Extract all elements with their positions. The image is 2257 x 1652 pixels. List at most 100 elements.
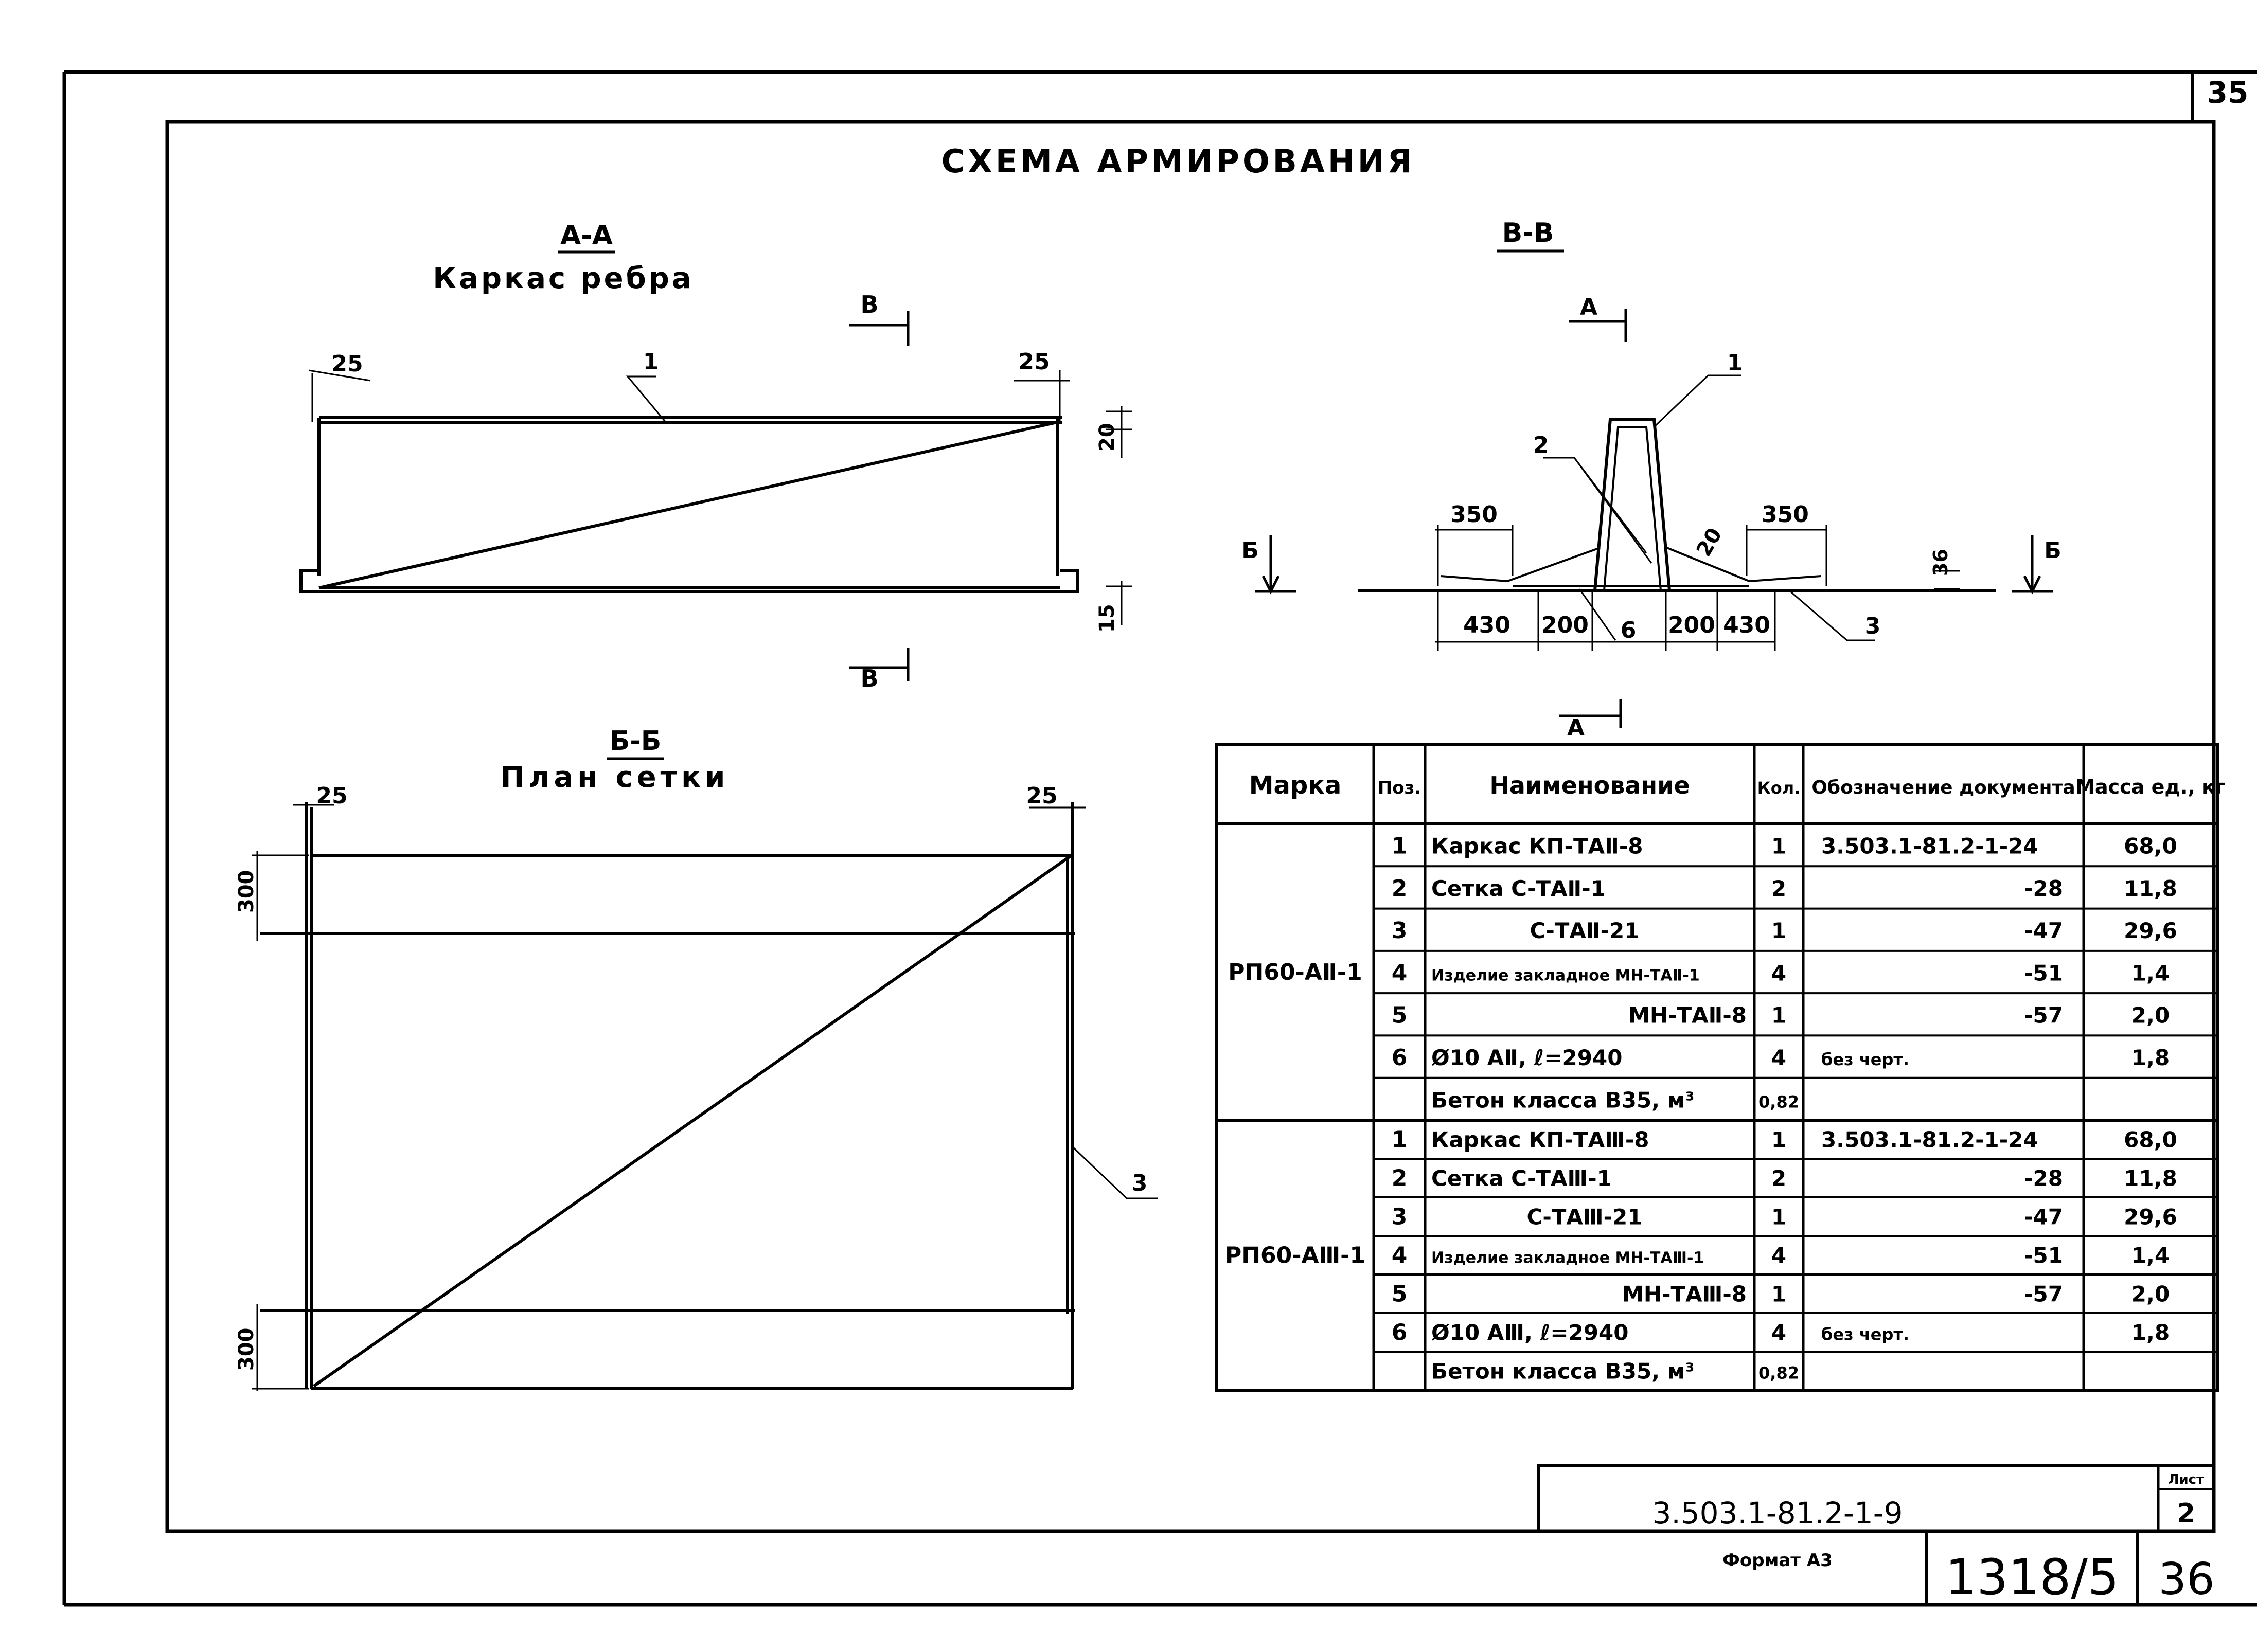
dim-vv-slope: 20 bbox=[1692, 524, 1727, 561]
table-cell-mass: 11,8 bbox=[2124, 876, 2177, 901]
table-cell-pos: 2 bbox=[1392, 1165, 1408, 1192]
table-cell-pos: 6 bbox=[1392, 1045, 1408, 1071]
table-cell-qty: 4 bbox=[1771, 1243, 1786, 1268]
section-bb: Б-Б План сетки 25 25 300 300 3 bbox=[235, 726, 1158, 1391]
table-cell-qty: 0,82 bbox=[1758, 1363, 1799, 1383]
table-cell-mass: 68,0 bbox=[2124, 834, 2177, 859]
cut-label-vv-top: А bbox=[1580, 294, 1597, 320]
table-cell-doc: -51 bbox=[2024, 1243, 2063, 1268]
table-cell-mass: 11,8 bbox=[2124, 1166, 2177, 1191]
page-number: 36 bbox=[2158, 1554, 2214, 1605]
table-cell-qty: 4 bbox=[1771, 960, 1786, 985]
title-block-sheet-number: 2 bbox=[2177, 1498, 2195, 1529]
table-cell-pos: 4 bbox=[1392, 960, 1408, 986]
dim-vv-right-top: 350 bbox=[1762, 501, 1809, 528]
dim-aa-bottom: 15 bbox=[1095, 604, 1119, 633]
table-cell-doc: 3.503.1-81.2-1-24 bbox=[1821, 834, 2038, 859]
table-cell-qty: 2 bbox=[1771, 876, 1786, 901]
table-cell-mass: 1,8 bbox=[2131, 1045, 2170, 1070]
dim-vv-b2: 200 bbox=[1541, 612, 1589, 638]
table-cell-mass: 68,0 bbox=[2124, 1127, 2177, 1153]
table-cell-mass: 2,0 bbox=[2131, 1003, 2170, 1028]
dim-aa-top: 20 bbox=[1095, 423, 1119, 452]
table-cell-doc: -51 bbox=[2024, 960, 2063, 985]
section-vv-label: В-В bbox=[1502, 218, 1554, 248]
table-cell-name: Бетон класса В35, м³ bbox=[1431, 1359, 1694, 1384]
spec-table-grid bbox=[1215, 743, 2219, 1392]
pos-label-vv-1: 1 bbox=[1727, 350, 1743, 376]
table-cell-qty: 1 bbox=[1771, 918, 1786, 943]
cut-label-aa-top: В bbox=[860, 291, 878, 318]
table-header-mark: Марка bbox=[1249, 771, 1341, 800]
section-bb-label: Б-Б bbox=[610, 726, 662, 757]
section-aa-label: А-А bbox=[560, 220, 613, 251]
table-cell-name: Сетка С-ТАⅡ-1 bbox=[1431, 876, 1606, 901]
table-cell-qty: 1 bbox=[1771, 1282, 1786, 1307]
table-cell-mass: 29,6 bbox=[2124, 918, 2177, 943]
table-header-mass: Масса ед., кг bbox=[2075, 776, 2226, 798]
table-header-name: Наименование bbox=[1489, 771, 1690, 799]
section-bb-caption: План сетки bbox=[501, 761, 730, 794]
table-cell-qty: 0,82 bbox=[1758, 1092, 1799, 1111]
dim-bb-right: 25 bbox=[1026, 783, 1057, 809]
table-cell-name: С-ТАⅡ-21 bbox=[1530, 918, 1640, 943]
table-cell-name: Изделие закладное МН-ТАⅡ-1 bbox=[1431, 966, 1700, 984]
section-aa-caption: Каркас ребра bbox=[433, 262, 694, 295]
table-cell-mass: 2,0 bbox=[2131, 1282, 2170, 1307]
table-cell-qty: 1 bbox=[1771, 1205, 1786, 1230]
sheet-corner-number: 35 bbox=[2207, 75, 2249, 110]
section-vv: В-В bbox=[1241, 218, 2061, 741]
dim-vv-left-top: 350 bbox=[1450, 501, 1498, 528]
dim-vv-b1: 430 bbox=[1463, 612, 1510, 638]
table-cell-doc: -47 bbox=[2024, 918, 2063, 943]
table-header-doc: Обозначение документа bbox=[1811, 777, 2075, 798]
table-cell-pos: 1 bbox=[1392, 1127, 1408, 1153]
title-block-sheet-label: Лист bbox=[2168, 1472, 2204, 1487]
pos-label-vv-3: 3 bbox=[1865, 613, 1881, 639]
table-cell-mass: 1,4 bbox=[2131, 1243, 2170, 1268]
table-cell-name: Каркас КП-ТАⅡ-8 bbox=[1431, 834, 1643, 859]
side-label-vv-left: Б bbox=[1241, 537, 1259, 564]
dim-vv-height: 36 bbox=[1929, 549, 1952, 576]
table-cell-name: МН-ТАⅡ-8 bbox=[1628, 1003, 1747, 1028]
table-cell-mass: 1,4 bbox=[2131, 960, 2170, 985]
dim-vv-b5: 430 bbox=[1723, 612, 1770, 638]
pos-label-aa: 1 bbox=[643, 349, 659, 375]
table-cell-doc: без черт. bbox=[1821, 1325, 1909, 1344]
table-cell-name: Каркас КП-ТАⅢ-8 bbox=[1431, 1127, 1649, 1153]
table-cell-doc: -57 bbox=[2024, 1003, 2063, 1028]
table-cell-name: Бетон класса В35, м³ bbox=[1431, 1087, 1694, 1112]
table-cell-pos: 1 bbox=[1392, 833, 1408, 859]
table-cell-pos: 5 bbox=[1392, 1002, 1408, 1029]
table-cell-name: Ø10 АⅢ, ℓ=2940 bbox=[1431, 1320, 1628, 1345]
table-cell-pos: 2 bbox=[1392, 875, 1408, 902]
table-cell-doc: -28 bbox=[2024, 876, 2063, 901]
section-aa: А-А Каркас ребра 25 bbox=[299, 220, 1132, 692]
sheet-frames bbox=[62, 70, 2257, 1607]
pos-label-vv-2: 2 bbox=[1533, 432, 1549, 458]
table-header-pos: Поз. bbox=[1378, 778, 1421, 798]
table-cell-doc: -47 bbox=[2024, 1205, 2063, 1230]
table-cell-qty: 1 bbox=[1771, 834, 1786, 859]
table-mark: РП60-АⅡ-1 bbox=[1228, 959, 1362, 985]
table-cell-doc: 3.503.1-81.2-1-24 bbox=[1821, 1127, 2038, 1153]
dim-bb-left: 25 bbox=[316, 783, 347, 809]
table-cell-doc: без черт. bbox=[1821, 1050, 1909, 1069]
table-cell-name: Сетка С-ТАⅢ-1 bbox=[1431, 1166, 1612, 1191]
cut-label-aa-bottom: В bbox=[860, 665, 878, 692]
table-cell-qty: 1 bbox=[1771, 1127, 1786, 1153]
table-cell-name: МН-ТАⅢ-8 bbox=[1622, 1282, 1747, 1307]
dim-aa-right: 25 bbox=[1018, 349, 1050, 375]
table-cell-doc: -57 bbox=[2024, 1282, 2063, 1307]
drawing-title: СХЕМА АРМИРОВАНИЯ bbox=[941, 142, 1415, 180]
dim-vv-b4: 200 bbox=[1668, 612, 1715, 638]
table-cell-qty: 4 bbox=[1771, 1320, 1786, 1345]
pos-label-bb: 3 bbox=[1132, 1170, 1148, 1196]
table-cell-qty: 1 bbox=[1771, 1003, 1786, 1028]
table-mark: РП60-АⅢ-1 bbox=[1225, 1243, 1365, 1269]
table-cell-mass: 1,8 bbox=[2131, 1320, 2170, 1345]
title-block-code: 3.503.1-81.2-1-9 bbox=[1652, 1496, 1903, 1531]
table-cell-name: Ø10 АⅡ, ℓ=2940 bbox=[1431, 1045, 1622, 1070]
